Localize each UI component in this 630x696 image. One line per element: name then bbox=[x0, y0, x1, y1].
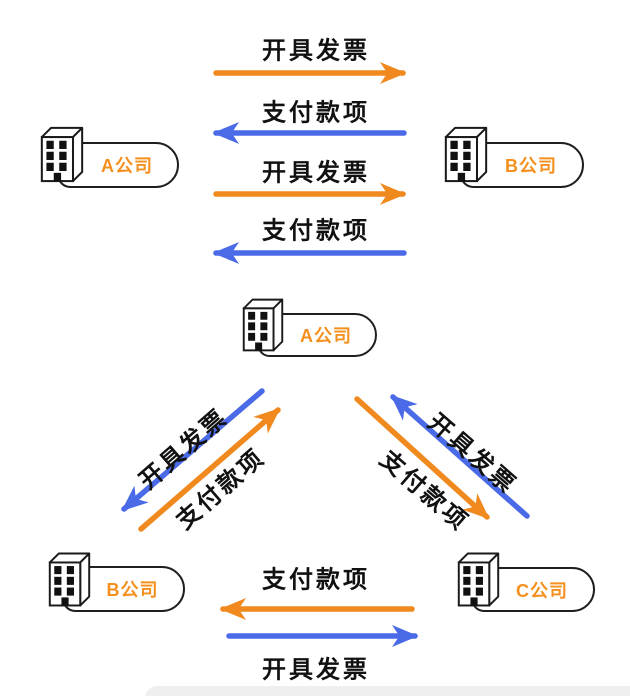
company-label: B公司 bbox=[505, 156, 557, 176]
arrow-invoice-c-to-a bbox=[390, 394, 530, 519]
building-icon bbox=[242, 297, 284, 353]
flow-label-invoice-bc: 开具发票 bbox=[262, 656, 370, 684]
bottom-card-edge bbox=[145, 686, 630, 696]
building-icon bbox=[457, 551, 500, 608]
arrow-payment-a-to-c bbox=[354, 396, 490, 520]
company-label: B公司 bbox=[106, 580, 159, 600]
arrow-invoice-a-to-b bbox=[121, 388, 265, 512]
company-label: C公司 bbox=[516, 580, 568, 601]
flow-label-payment-cb: 支付款项 bbox=[262, 566, 370, 594]
flow-label-invoice-top-1: 开具发票 bbox=[262, 37, 370, 65]
company-label: A公司 bbox=[300, 326, 352, 346]
building-icon bbox=[40, 126, 84, 183]
building-icon bbox=[444, 126, 488, 183]
building-icon bbox=[48, 551, 91, 608]
flow-label-payment-top-1: 支付款项 bbox=[262, 99, 370, 127]
flow-label-payment-top-2: 支付款项 bbox=[262, 217, 370, 245]
company-label: A公司 bbox=[101, 156, 153, 176]
flow-label-invoice-top-2: 开具发票 bbox=[262, 159, 370, 187]
arrow-payment-b-to-a bbox=[138, 407, 281, 532]
